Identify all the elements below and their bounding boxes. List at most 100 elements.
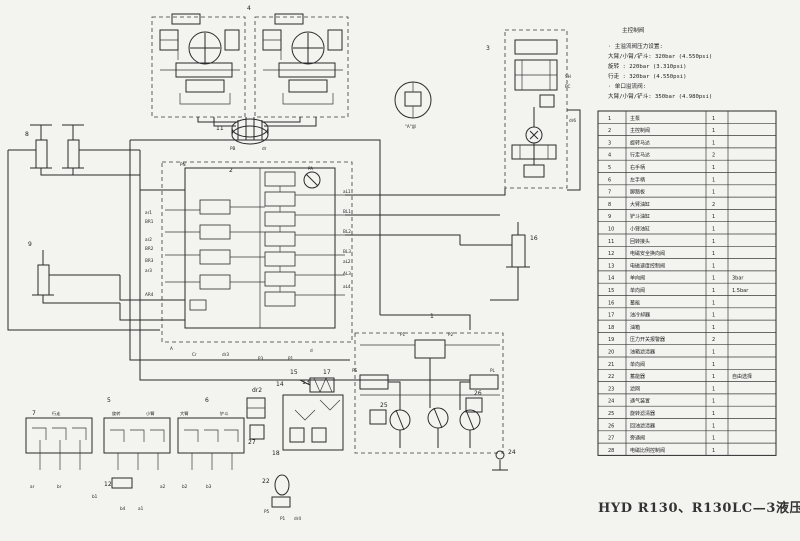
parts-table-no: 28 (608, 448, 614, 454)
label-p1-pump: P1 (400, 332, 406, 337)
label-p1-acc: P1 (280, 516, 286, 521)
notes-line-6: 大臂/小臂/铲斗: 350bar (4.980psi) (608, 92, 712, 100)
label-8: 8 (25, 131, 29, 138)
notes-line-5: · 单口溢流阀: (608, 82, 646, 90)
parts-table-no: 18 (608, 325, 614, 331)
label-25: 25 (380, 402, 388, 409)
label-swing: 旋转 (112, 410, 120, 417)
label-pc: PC (565, 84, 571, 89)
parts-table-name: 旋转滤清器 (630, 410, 655, 417)
label-d: d (310, 348, 313, 353)
parts-table-name: 大臂油缸 (630, 201, 650, 208)
parts-table-name: 单向阀 (630, 287, 645, 294)
label-pa: PA (308, 166, 313, 171)
parts-table-qty: 1 (712, 288, 715, 294)
parts-table-qty: 1 (712, 140, 715, 146)
label-ar4: AR4 (145, 292, 154, 297)
parts-table-qty: 1 (712, 177, 715, 183)
parts-table-name: 蓄能 (630, 299, 640, 306)
travel-pedal (25, 417, 93, 470)
label-p3: P3 (258, 356, 264, 361)
label-al1: aL1 (343, 189, 351, 194)
parts-table-qty: 2 (712, 202, 715, 208)
left-joystick (103, 417, 171, 470)
parts-table-name: 回转接头 (630, 238, 650, 245)
parts-table-name: 主泵 (630, 115, 640, 122)
parts-table-no: 13 (608, 263, 614, 269)
label-dr3: dr3 (222, 352, 229, 357)
label-2: 2 (229, 167, 233, 174)
parts-table-name: 油箱 (630, 324, 640, 331)
label-p2: P2 (448, 332, 454, 337)
label-14: 14 (276, 381, 284, 388)
parts-table-no: 26 (608, 423, 614, 429)
notes-heading: 主控制阀 (622, 26, 645, 34)
parts-table-qty: 1 (712, 313, 715, 319)
label-12: 12 (104, 481, 112, 488)
parts-table-name: 小臂油缸 (630, 226, 650, 233)
accumulator (271, 474, 291, 508)
parts-table-qty: 1 (712, 436, 715, 442)
main-pump (354, 332, 504, 454)
parts-table-qty: 1 (712, 411, 715, 417)
parts-table-qty: 1 (712, 325, 715, 331)
label-boom: 大臂 (180, 410, 188, 417)
label-3: 3 (486, 45, 490, 52)
parts-table-name: 主控制阀 (630, 127, 650, 134)
parts-table-qty: 2 (712, 153, 715, 159)
parts-table-qty: 1 (712, 165, 715, 171)
parts-table-no: 12 (608, 251, 614, 257)
label-bl2: BL2 (343, 229, 351, 234)
parts-table-no: 6 (608, 177, 611, 183)
label-6: 6 (205, 397, 209, 404)
label-dr2: dr2 (252, 387, 262, 394)
label-cr: Cr (192, 352, 197, 357)
swing-motor (504, 29, 568, 189)
notes-line-1: · 主溢流阀压力设置: (608, 42, 663, 50)
parts-table-qty: 1 (712, 190, 715, 196)
label-b1: b1 (92, 494, 98, 499)
parts-table-qty: 1 (712, 350, 715, 356)
label-16: 16 (530, 235, 538, 242)
label-a: A (170, 346, 173, 351)
parts-table-no: 20 (608, 350, 614, 356)
detail-a-view (394, 81, 432, 119)
parts-table-no: 3 (608, 140, 611, 146)
parts-table-name: 压力开关报警器 (630, 336, 665, 343)
label-a1: a1 (138, 506, 144, 511)
parts-table-no: 7 (608, 190, 611, 196)
label-b4: b4 (120, 506, 126, 511)
parts-table-no: 14 (608, 276, 614, 282)
label-br: br (57, 484, 62, 489)
parts-table-no: 4 (608, 153, 611, 159)
label-26: 26 (474, 390, 482, 397)
parts-table-name: 左手柄 (630, 176, 645, 183)
parts-table-qty: 1 (712, 300, 715, 306)
parts-table-no: 2 (608, 128, 611, 134)
label-17: 17 (323, 369, 331, 376)
notes-line-4: 行走 : 320bar (4.550psi) (608, 72, 687, 80)
label-al2: aL2 (343, 259, 351, 264)
label-ar2: ar2 (145, 237, 152, 242)
label-4: 4 (247, 5, 251, 12)
oil-tank (282, 394, 344, 451)
parts-table-qty: 1 (712, 374, 715, 380)
travel-motor-right (254, 13, 349, 118)
right-joystick (177, 417, 245, 470)
label-a2: a2 (160, 484, 166, 489)
parts-table-qty: 1 (712, 251, 715, 257)
parts-table-name: 油箱滤清器 (630, 349, 655, 356)
parts-table-no: 11 (608, 239, 614, 245)
label-br1: BR1 (145, 219, 154, 224)
parts-table-qty: 1 (712, 448, 715, 454)
notes-line-3: 旋转 : 220bar (3.310psi) (608, 62, 687, 70)
parts-table-no: 9 (608, 214, 611, 220)
parts-table-name: 电磁速度控制阀 (630, 262, 665, 269)
notes-line-2: 大臂/小臂/铲斗: 320bar (4.550psi) (608, 52, 712, 60)
parts-table-no: 23 (608, 386, 614, 392)
label-b2: b2 (182, 484, 188, 489)
parts-table-qty: 1 (712, 128, 715, 134)
parts-table-remark: 自由选择 (732, 373, 752, 380)
